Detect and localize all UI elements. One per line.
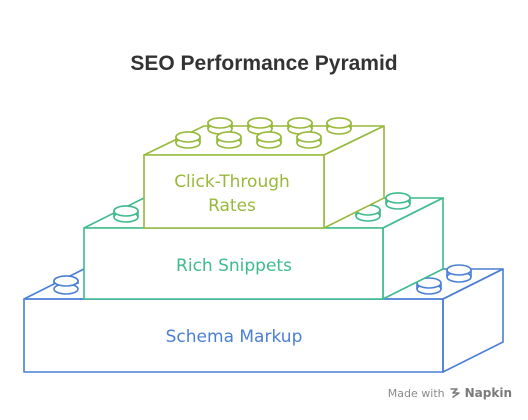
stud bbox=[175, 131, 201, 149]
watermark[interactable]: Made with Napkin bbox=[388, 386, 512, 400]
napkin-logo-icon bbox=[449, 388, 460, 398]
stud bbox=[416, 277, 442, 295]
stud bbox=[256, 131, 282, 149]
stud bbox=[113, 205, 139, 223]
ctr-label-line-2: Rates bbox=[208, 196, 256, 216]
stud bbox=[287, 117, 313, 135]
watermark-text: Made with bbox=[387, 386, 445, 400]
stud bbox=[326, 117, 352, 135]
schema-markup-label: Schema Markup bbox=[166, 327, 303, 347]
stud bbox=[53, 275, 79, 295]
stud bbox=[385, 192, 411, 210]
ctr-label-line-1: Click-Through bbox=[174, 172, 290, 192]
stud bbox=[247, 117, 273, 135]
stud bbox=[446, 264, 472, 283]
stud bbox=[296, 131, 322, 149]
layer-click-through-rates bbox=[143, 117, 385, 229]
layer-schema-markup bbox=[23, 264, 504, 373]
watermark-brand: Napkin bbox=[464, 386, 512, 400]
diagram-title: SEO Performance Pyramid bbox=[130, 52, 398, 75]
ctr-front-face bbox=[143, 154, 325, 229]
rich-snippets-label: Rich Snippets bbox=[176, 256, 292, 276]
stud bbox=[216, 131, 242, 149]
schema-markup-side-face bbox=[442, 268, 504, 373]
